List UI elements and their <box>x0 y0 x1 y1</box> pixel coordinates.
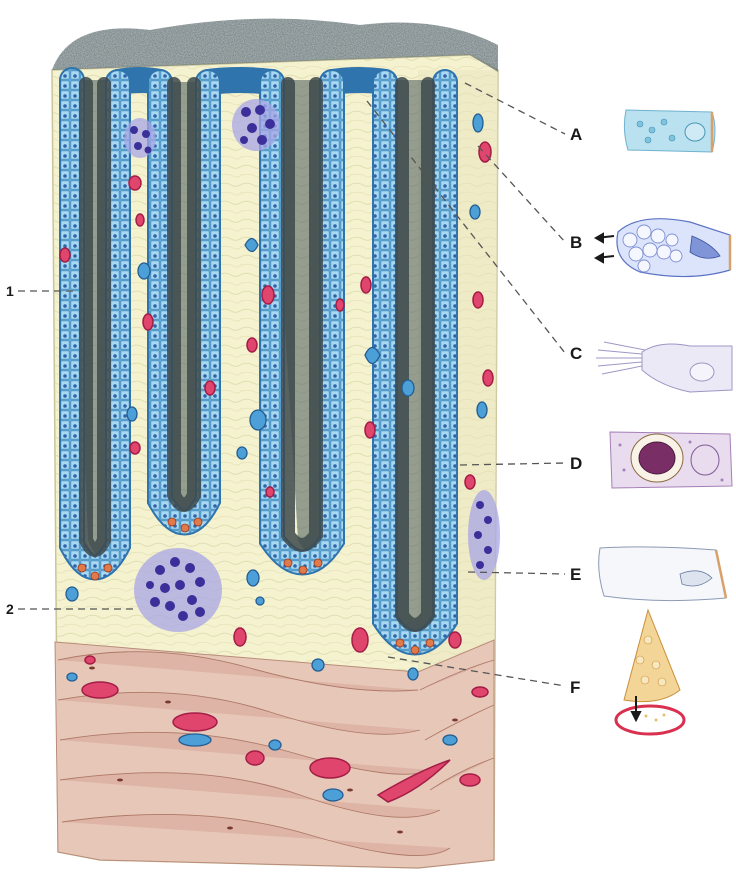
label-D: D <box>570 454 582 473</box>
cell-illustration-F <box>616 610 684 734</box>
label-F: F <box>570 678 580 697</box>
cell-illustration-A <box>624 110 715 152</box>
number-1: 1 <box>6 283 14 299</box>
label-C: C <box>570 344 582 363</box>
label-A: A <box>570 125 582 144</box>
cell-labels: A B C D E F <box>570 125 582 697</box>
muscularis-mucosae <box>55 640 494 868</box>
number-2: 2 <box>6 601 14 617</box>
label-E: E <box>570 565 581 584</box>
label-B: B <box>570 233 582 252</box>
cell-illustration-E <box>599 547 726 601</box>
cell-illustration-B <box>596 219 730 277</box>
cell-illustration-D <box>610 432 732 488</box>
side-numbers: 1 2 <box>6 283 14 617</box>
cell-illustration-C <box>596 342 732 392</box>
